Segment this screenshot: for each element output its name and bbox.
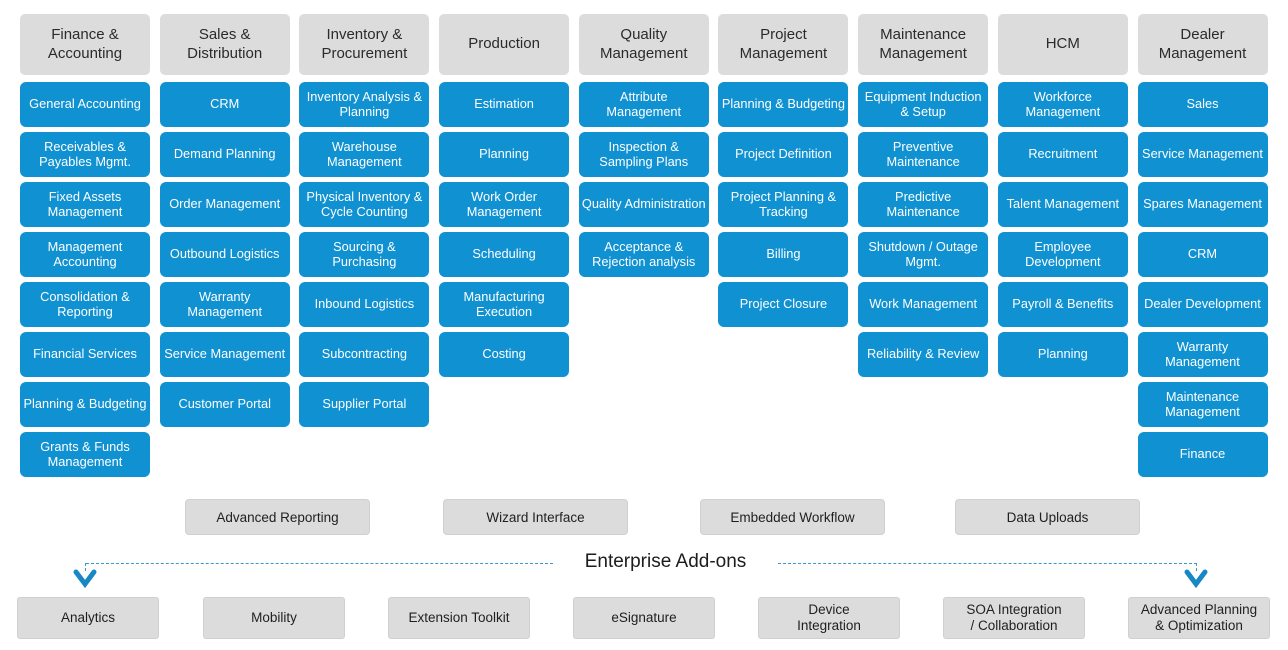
module-dealer-management-warranty-management: Warranty Management xyxy=(1137,332,1268,377)
addon-analytics: Analytics xyxy=(17,597,159,639)
enterprise-addons-label: Enterprise Add-ons xyxy=(584,551,747,572)
column-header-finance-and-accounting: Finance & Accounting xyxy=(20,14,150,75)
addon-extension-toolkit: Extension Toolkit xyxy=(388,597,530,639)
column-header-hcm: HCM xyxy=(997,14,1128,75)
module-maintenance-management-work-management: Work Management xyxy=(858,282,989,327)
module-project-management-billing: Billing xyxy=(718,232,849,277)
module-sales-and-distribution-outbound-logistics: Outbound Logistics xyxy=(159,232,290,277)
module-inventory-and-procurement-warehouse-management: Warehouse Management xyxy=(299,132,430,177)
module-inventory-and-procurement-physical-inventory-and-cycle-counting: Physical Inventory & Cycle Counting xyxy=(299,182,430,227)
addon-advanced-planning-and-optimization: Advanced Planning & Optimization xyxy=(1128,597,1270,639)
module-quality-management-attribute-management: Attribute Management xyxy=(578,82,709,127)
module-quality-management-acceptance-and-rejection-analysis: Acceptance & Rejection analysis xyxy=(578,232,709,277)
module-sales-and-distribution-order-management: Order Management xyxy=(159,182,290,227)
module-dealer-management-maintenance-management: Maintenance Management xyxy=(1137,382,1268,427)
column-header-inventory-and-procurement: Inventory & Procurement xyxy=(299,14,430,75)
module-finance-and-accounting-receivables-and-payables-mgmt: Receivables & Payables Mgmt. xyxy=(20,132,150,177)
module-hcm-payroll-and-benefits: Payroll & Benefits xyxy=(997,282,1128,327)
module-dealer-management-finance: Finance xyxy=(1137,432,1268,477)
arrow-down-left-icon xyxy=(72,569,98,589)
column-header-quality-management: Quality Management xyxy=(578,14,709,75)
column-header-project-management: Project Management xyxy=(718,14,849,75)
module-inventory-and-procurement-sourcing-and-purchasing: Sourcing & Purchasing xyxy=(299,232,430,277)
module-maintenance-management-predictive-maintenance: Predictive Maintenance xyxy=(858,182,989,227)
module-finance-and-accounting-consolidation-and-reporting: Consolidation & Reporting xyxy=(20,282,150,327)
module-project-management-project-definition: Project Definition xyxy=(718,132,849,177)
module-production-costing: Costing xyxy=(439,332,570,377)
module-dealer-management-sales: Sales xyxy=(1137,82,1268,127)
module-finance-and-accounting-financial-services: Financial Services xyxy=(20,332,150,377)
module-finance-and-accounting-fixed-assets-management: Fixed Assets Management xyxy=(20,182,150,227)
module-production-manufacturing-execution: Manufacturing Execution xyxy=(439,282,570,327)
module-hcm-talent-management: Talent Management xyxy=(997,182,1128,227)
module-inventory-and-procurement-supplier-portal: Supplier Portal xyxy=(299,382,430,427)
module-dealer-management-crm: CRM xyxy=(1137,232,1268,277)
module-finance-and-accounting-grants-and-funds-management: Grants & Funds Management xyxy=(20,432,150,477)
module-hcm-recruitment: Recruitment xyxy=(997,132,1128,177)
feature-advanced-reporting: Advanced Reporting xyxy=(185,499,370,535)
module-hcm-employee-development: Employee Development xyxy=(997,232,1128,277)
addons-dashed-tick-right xyxy=(1196,563,1197,571)
feature-embedded-workflow: Embedded Workflow xyxy=(700,499,885,535)
addon-soa-integration-collaboration: SOA Integration / Collaboration xyxy=(943,597,1085,639)
module-dealer-management-spares-management: Spares Management xyxy=(1137,182,1268,227)
feature-data-uploads: Data Uploads xyxy=(955,499,1140,535)
module-production-work-order-management: Work Order Management xyxy=(439,182,570,227)
module-production-scheduling: Scheduling xyxy=(439,232,570,277)
module-sales-and-distribution-customer-portal: Customer Portal xyxy=(159,382,290,427)
column-header-dealer-management: Dealer Management xyxy=(1137,14,1268,75)
addons-dashed-tick-left xyxy=(85,563,86,571)
module-finance-and-accounting-general-accounting: General Accounting xyxy=(20,82,150,127)
column-header-sales-and-distribution: Sales & Distribution xyxy=(159,14,290,75)
addon-mobility: Mobility xyxy=(203,597,345,639)
module-dealer-management-dealer-development: Dealer Development xyxy=(1137,282,1268,327)
module-quality-management-inspection-and-sampling-plans: Inspection & Sampling Plans xyxy=(578,132,709,177)
arrow-down-right-icon xyxy=(1183,569,1209,589)
module-dealer-management-service-management: Service Management xyxy=(1137,132,1268,177)
module-production-estimation: Estimation xyxy=(439,82,570,127)
addons-dashed-line-right xyxy=(778,563,1197,564)
module-project-management-project-closure: Project Closure xyxy=(718,282,849,327)
module-sales-and-distribution-demand-planning: Demand Planning xyxy=(159,132,290,177)
module-maintenance-management-preventive-maintenance: Preventive Maintenance xyxy=(858,132,989,177)
addons-dashed-line-left xyxy=(86,563,553,564)
module-inventory-and-procurement-inbound-logistics: Inbound Logistics xyxy=(299,282,430,327)
column-header-production: Production xyxy=(439,14,570,75)
module-hcm-workforce-management: Workforce Management xyxy=(997,82,1128,127)
module-sales-and-distribution-warranty-management: Warranty Management xyxy=(159,282,290,327)
module-maintenance-management-equipment-induction-and-setup: Equipment Induction & Setup xyxy=(858,82,989,127)
feature-wizard-interface: Wizard Interface xyxy=(443,499,628,535)
module-maintenance-management-shutdown-outage-mgmt: Shutdown / Outage Mgmt. xyxy=(858,232,989,277)
module-sales-and-distribution-service-management: Service Management xyxy=(159,332,290,377)
module-project-management-project-planning-and-tracking: Project Planning & Tracking xyxy=(718,182,849,227)
module-hcm-planning: Planning xyxy=(997,332,1128,377)
module-finance-and-accounting-planning-and-budgeting: Planning & Budgeting xyxy=(20,382,150,427)
module-production-planning: Planning xyxy=(439,132,570,177)
module-maintenance-management-reliability-and-review: Reliability & Review xyxy=(858,332,989,377)
addon-esignature: eSignature xyxy=(573,597,715,639)
module-sales-and-distribution-crm: CRM xyxy=(159,82,290,127)
addon-device-integration: Device Integration xyxy=(758,597,900,639)
module-inventory-and-procurement-inventory-analysis-and-planning: Inventory Analysis & Planning xyxy=(299,82,430,127)
module-inventory-and-procurement-subcontracting: Subcontracting xyxy=(299,332,430,377)
module-quality-management-quality-administration: Quality Administration xyxy=(578,182,709,227)
module-project-management-planning-and-budgeting: Planning & Budgeting xyxy=(718,82,849,127)
column-header-maintenance-management: Maintenance Management xyxy=(858,14,989,75)
module-finance-and-accounting-management-accounting: Management Accounting xyxy=(20,232,150,277)
